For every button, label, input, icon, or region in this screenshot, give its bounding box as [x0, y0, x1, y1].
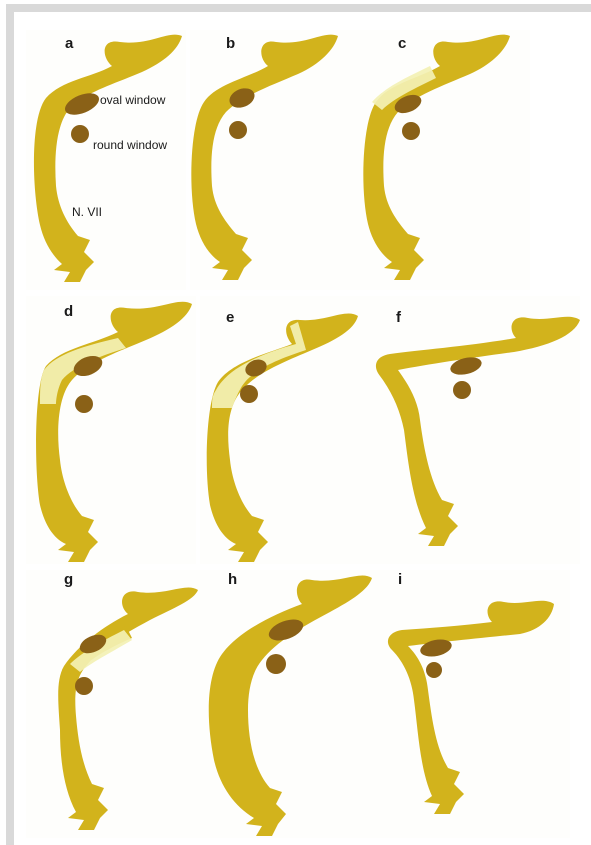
- panel-background: [26, 570, 206, 838]
- nerve-label: N. VII: [72, 205, 102, 219]
- round-window: [229, 121, 247, 139]
- panel-letter-c: c: [398, 35, 406, 52]
- round-window: [75, 395, 93, 413]
- oval-window-label: oval window: [100, 93, 166, 107]
- panel-letter-i: i: [398, 571, 402, 588]
- panel-letter-h: h: [228, 571, 237, 588]
- round-window: [426, 662, 442, 678]
- frame-left-border: [6, 4, 14, 845]
- round-window-label: round window: [93, 138, 167, 152]
- panel-letter-d: d: [64, 303, 73, 320]
- panel-letter-a: a: [65, 35, 74, 52]
- round-window: [240, 385, 258, 403]
- panel-letter-g: g: [64, 571, 73, 588]
- round-window: [453, 381, 471, 399]
- round-window: [266, 654, 286, 674]
- frame-top-border: [6, 4, 591, 12]
- panel-letter-e: e: [226, 309, 234, 326]
- round-window: [71, 125, 89, 143]
- round-window: [75, 677, 93, 695]
- round-window: [402, 122, 420, 140]
- panel-letter-b: b: [226, 35, 235, 52]
